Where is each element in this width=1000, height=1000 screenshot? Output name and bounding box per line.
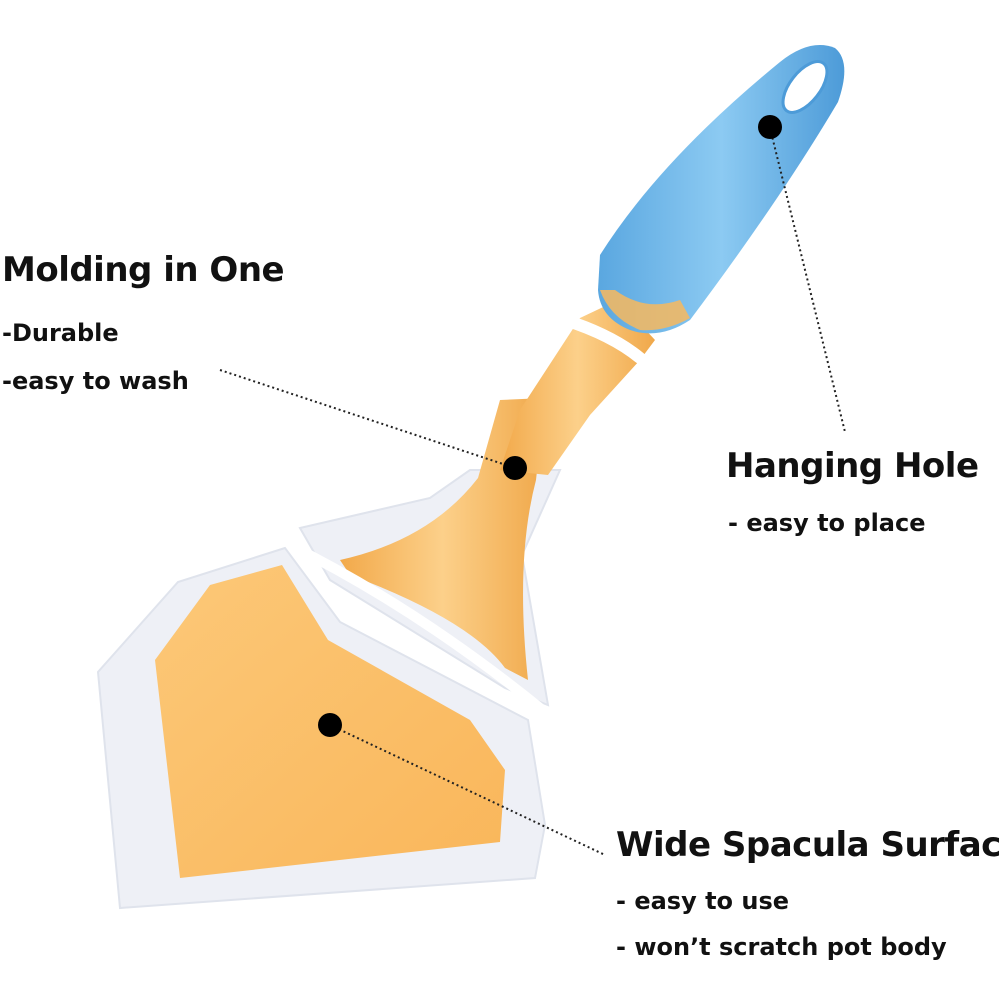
neck-flare bbox=[340, 398, 545, 680]
handle-base bbox=[600, 290, 690, 331]
molding-point-wash: -easy to wash bbox=[2, 367, 189, 395]
surface-point-use: - easy to use bbox=[616, 887, 790, 915]
blade-cut bbox=[287, 540, 549, 716]
hanging-point-place: - easy to place bbox=[728, 509, 926, 537]
surface-leader-line bbox=[329, 724, 606, 856]
molding-leader-line bbox=[219, 369, 516, 469]
hanging-hole bbox=[781, 60, 829, 114]
hanging-title: Hanging Hole bbox=[726, 446, 979, 486]
molding-point-durable: -Durable bbox=[2, 319, 119, 347]
molding-marker-dot bbox=[503, 456, 527, 480]
handle bbox=[598, 45, 845, 334]
hanging-marker-dot bbox=[758, 115, 782, 139]
handle-ring bbox=[559, 314, 646, 364]
molding-title: Molding in One bbox=[2, 250, 285, 290]
surface-title: Wide Spacula Surface bbox=[616, 825, 1000, 865]
surface-point-scratch: - won’t scratch pot body bbox=[616, 933, 947, 961]
surface-marker-dot bbox=[318, 713, 342, 737]
hanging-leader-line bbox=[769, 127, 846, 433]
